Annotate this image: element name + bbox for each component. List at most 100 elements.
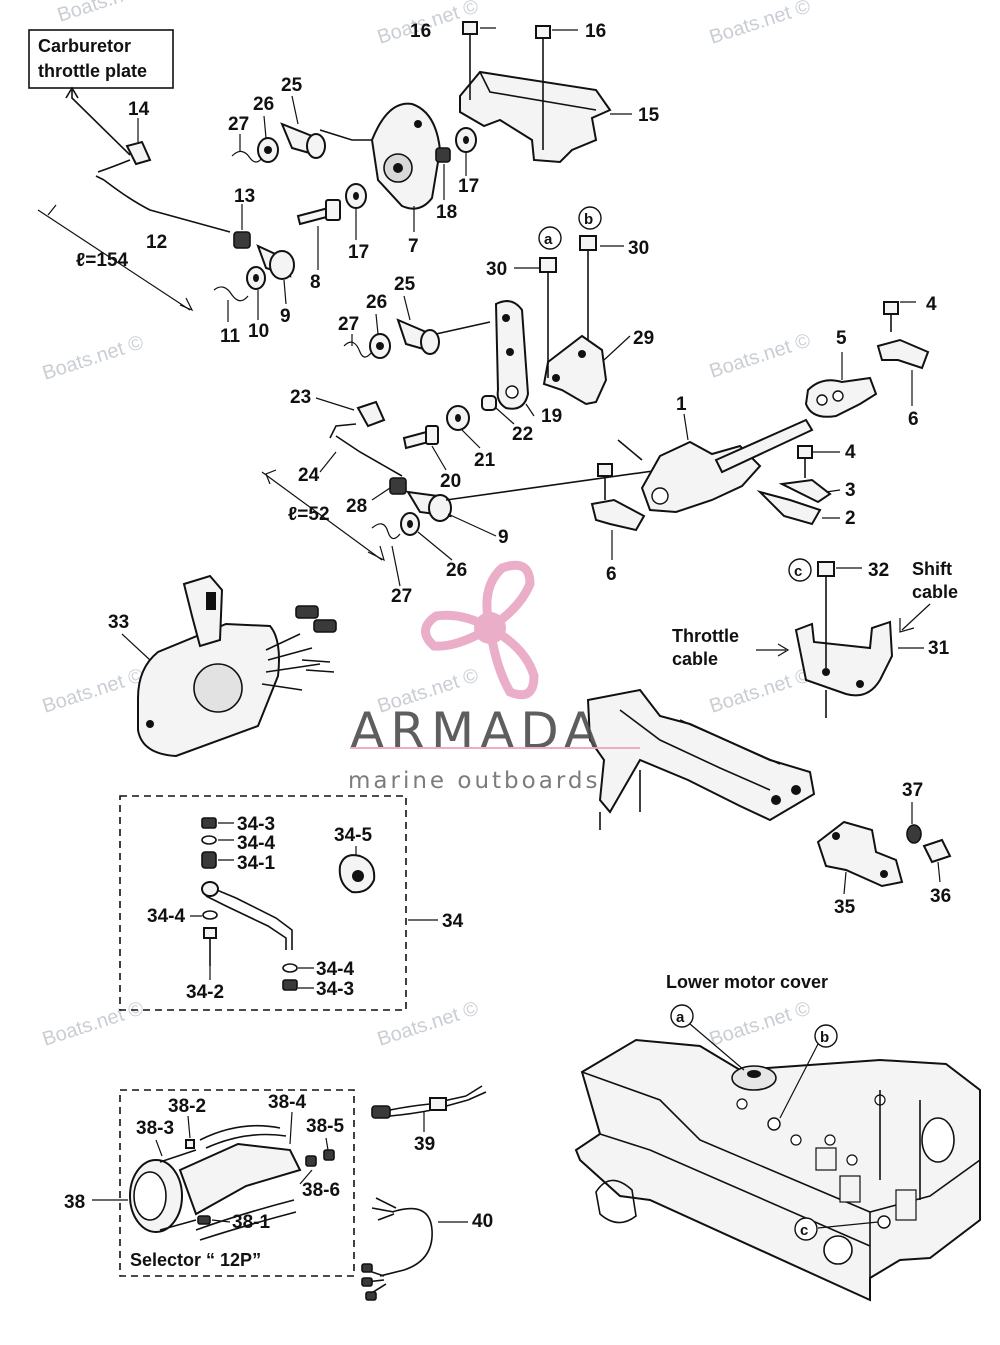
shaft-rod: [714, 418, 814, 474]
shift-arrow: [899, 603, 931, 633]
part-number-23: 23: [290, 387, 311, 408]
part-number-21: 21: [474, 450, 496, 471]
kit-34-labels: 34-3 34-4 34-1 34-5 34-4 34-2 34-4 34-3 …: [147, 814, 464, 1003]
bolt-hole-b: [767, 1117, 781, 1131]
marker-b-cover: [814, 1024, 838, 1048]
clip-27: [231, 150, 263, 163]
part-number-20: 20: [440, 471, 461, 492]
dimension-line-52: [261, 471, 383, 561]
marker-c: [788, 558, 812, 582]
part-number-34-3b: 34-3: [316, 979, 354, 1000]
brand-tagline: marine outboards: [348, 768, 600, 794]
watermark-text: Boats.net ©: [375, 997, 482, 1050]
part-number-4b: 4: [845, 442, 856, 463]
bolt-4b: [797, 445, 813, 459]
part-number-2: 2: [845, 508, 856, 529]
rod-clip-23: [356, 400, 386, 428]
part-number-6b: 6: [606, 564, 617, 585]
part-number-34-3a: 34-3: [237, 814, 275, 835]
marker-b-text: b: [584, 211, 593, 228]
engine-mount-frame: [586, 688, 816, 830]
part-number-30b: 30: [628, 238, 649, 259]
part-number-12: 12: [146, 232, 167, 253]
part-number-38-6: 38-6: [302, 1180, 340, 1201]
part-labels-middle: 27 26 25 23 24 28 20 21 22 19 9 26 27 30…: [290, 238, 937, 607]
part-number-35: 35: [834, 897, 856, 918]
part-number-14: 14: [128, 99, 150, 120]
wire-harness-39: [371, 1085, 487, 1119]
part-number-13: 13: [234, 186, 255, 207]
arrow-head: [65, 86, 79, 99]
watermark-text: Boats.net ©: [707, 329, 814, 382]
part-number-17: 17: [348, 242, 369, 263]
part-number-5: 5: [836, 328, 847, 349]
control-wires: [261, 633, 321, 691]
selector-label: Selector “ 12P”: [130, 1250, 261, 1270]
part-number-18: 18: [436, 202, 457, 223]
propeller-blade: [484, 619, 539, 700]
part-number-24: 24: [298, 465, 320, 486]
washer-37: [906, 824, 922, 844]
part-number-33: 33: [108, 612, 129, 633]
selector-38-parts: [129, 1124, 335, 1241]
bolt-6: [597, 463, 613, 477]
watermark-text: Boats.net ©: [707, 664, 814, 717]
bolt-30b: [579, 235, 597, 251]
clip-27b: [343, 341, 373, 358]
part-number-8: 8: [310, 272, 321, 293]
throttle-arrow: [756, 643, 790, 657]
part-number-7: 7: [408, 236, 419, 257]
bolt-16b: [535, 25, 551, 39]
bolt-16a: [462, 21, 478, 35]
marker-a-cover-text: a: [676, 1009, 685, 1026]
part-number-19: 19: [541, 406, 562, 427]
kit-box-34: [119, 795, 407, 1011]
wire-harness-40: [361, 1197, 433, 1301]
part-number-34-2: 34-2: [186, 982, 224, 1003]
part-number-6a: 6: [908, 409, 919, 430]
marker-b-cover-text: b: [820, 1029, 829, 1046]
link-rod-24: [329, 423, 403, 477]
lower-cover-label: Lower motor cover: [666, 972, 828, 992]
dimension-label-52: ℓ=52: [288, 504, 330, 525]
part-number-30a: 30: [486, 259, 507, 280]
part-number-38-4: 38-4: [268, 1092, 306, 1113]
part-number-26c: 26: [446, 560, 467, 581]
part-number-37: 37: [902, 780, 923, 801]
part-number-16a: 16: [410, 21, 431, 42]
clip-27c: [371, 523, 401, 540]
marker-a: [538, 226, 562, 250]
part-number-26: 26: [253, 94, 274, 115]
watermark-text: Boats.net ©: [40, 997, 147, 1050]
part-number-32: 32: [868, 560, 889, 581]
watermark-text: Boats.net ©: [707, 997, 814, 1050]
part-number-38-3: 38-3: [136, 1118, 174, 1139]
clamp-6a: [876, 338, 930, 370]
part-number-10: 10: [248, 321, 269, 342]
part-number-27b: 27: [338, 314, 359, 335]
leader-lines-top: [137, 95, 467, 322]
carburetor-label-line1: Carburetor: [38, 36, 131, 56]
part-number-1: 1: [676, 394, 687, 415]
rod-clip-14: [125, 140, 152, 166]
part-number-34-5: 34-5: [334, 825, 372, 846]
part-number-38-5: 38-5: [306, 1116, 344, 1137]
bolt-30a: [539, 257, 557, 273]
leader-lines-middle: [315, 245, 916, 587]
throttle-cable-label-2: cable: [672, 649, 718, 669]
part-number-9: 9: [280, 306, 291, 327]
propeller-blade: [421, 610, 499, 651]
part-number-27: 27: [228, 114, 249, 135]
part-number-27c: 27: [391, 586, 412, 607]
bolt-36: [922, 838, 952, 864]
part-number-29: 29: [633, 328, 654, 349]
throttle-cable-label-1: Throttle: [672, 626, 739, 646]
remote-control-33: [137, 574, 337, 758]
part-number-34: 34: [442, 911, 464, 932]
part-number-25b: 25: [394, 274, 416, 295]
part-number-39: 39: [414, 1134, 435, 1155]
part-number-15: 15: [638, 105, 660, 126]
part-number-9b: 9: [498, 527, 509, 548]
propeller-hub: [474, 612, 506, 644]
nut-13: [233, 231, 251, 249]
